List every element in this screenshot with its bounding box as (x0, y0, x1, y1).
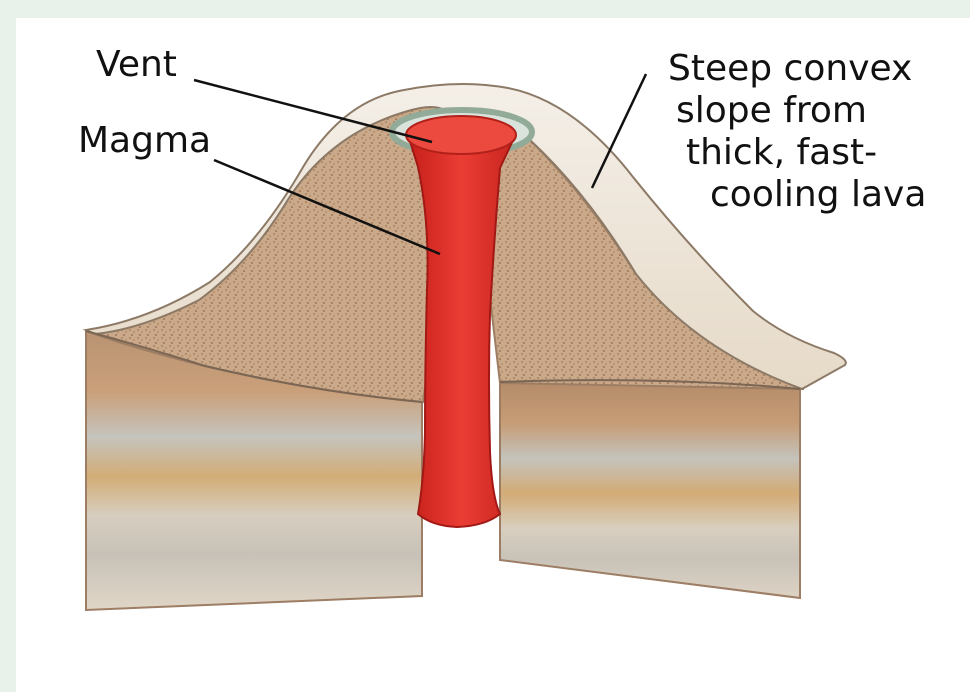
slope-description-line-2: slope from (668, 90, 926, 132)
vent-label: Vent (96, 44, 177, 86)
slope-description-label: Steep convex slope from thick, fast- coo… (668, 48, 926, 216)
slope-description-line-3: thick, fast- (668, 132, 926, 174)
slope-description-line-4: cooling lava (668, 174, 926, 216)
slope-description-line-1: Steep convex (668, 48, 926, 90)
magma-top (406, 116, 516, 154)
magma-label: Magma (78, 120, 211, 162)
right-block-face (500, 380, 800, 598)
